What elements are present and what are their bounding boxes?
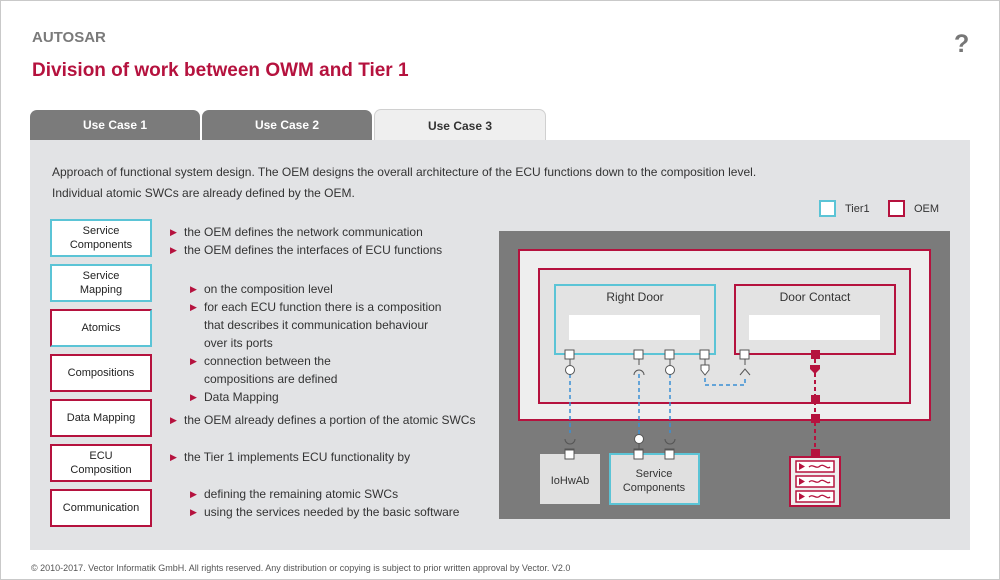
- bullet-text: compositions are defined: [204, 372, 338, 386]
- bullet-text: the OEM defines the network communicatio…: [184, 225, 423, 239]
- signal-icons: [795, 460, 835, 503]
- diagram-canvas: Right Door Door Contact: [518, 249, 931, 507]
- bullet-arrow-icon: ▶: [170, 245, 177, 255]
- copyright-footer: © 2010-2017. Vector Informatik GmbH. All…: [31, 563, 571, 573]
- legend-tier1-swatch: [819, 200, 836, 217]
- tier1-connections: [569, 374, 746, 437]
- box-data-mapping[interactable]: Data Mapping: [50, 399, 152, 437]
- bullet-text: Data Mapping: [204, 390, 279, 404]
- subbullet-composition-level: ▶ on the composition level: [190, 280, 333, 298]
- bullet-tier1-implements: ▶ the Tier 1 implements ECU functionality…: [170, 448, 410, 466]
- bullet-arrow-icon: ▶: [190, 284, 197, 294]
- app-title: AUTOSAR: [32, 29, 106, 46]
- bullet-text: for each ECU function there is a composi…: [204, 300, 442, 314]
- bullet-arrow-icon: ▶: [190, 507, 197, 517]
- bullet-arrow-icon: ▶: [190, 489, 197, 499]
- bullet-arrow-icon: ▶: [170, 415, 177, 425]
- right-door-inner: [569, 315, 700, 340]
- box-ecu-composition-label: ECU Composition: [70, 450, 132, 476]
- bullet-arrow-icon: ▶: [190, 392, 197, 402]
- bullet-arrow-icon: ▶: [190, 302, 197, 312]
- service-components-box: [609, 453, 700, 505]
- box-ecu-composition[interactable]: ECU Composition: [50, 444, 152, 482]
- bullet-arrow-icon: ▶: [170, 227, 177, 237]
- bullet-text: the OEM already defines a portion of the…: [184, 413, 476, 427]
- subbullet-remaining-swcs: ▶ defining the remaining atomic SWCs: [190, 485, 398, 503]
- bullet-interfaces: ▶ the OEM defines the interfaces of ECU f…: [170, 241, 442, 259]
- tab-use-case-1[interactable]: Use Case 1: [30, 110, 200, 140]
- bullet-text: using the services needed by the basic s…: [204, 505, 460, 519]
- box-data-mapping-label: Data Mapping: [66, 412, 136, 424]
- legend-oem-label: OEM: [914, 202, 940, 215]
- bullet-network-communication: ▶ the OEM defines the network communicati…: [170, 223, 423, 241]
- bullet-text: connection between the: [204, 354, 331, 368]
- legend-oem: OEM: [888, 200, 939, 217]
- door-contact-label: Door Contact: [780, 290, 851, 304]
- box-service-components-label: Service Components: [69, 225, 133, 251]
- tab-use-case-3[interactable]: Use Case 3: [374, 109, 546, 142]
- subbullet-ecu-function-composition: ▶ for each ECU function there is a compos…: [190, 298, 441, 352]
- door-contact-inner: [749, 315, 880, 340]
- legend-tier1: Tier1: [819, 200, 870, 217]
- box-atomics-label: Atomics: [81, 322, 121, 334]
- architecture-diagram: Right Door Door Contact: [499, 231, 950, 519]
- intro-line-2: Individual atomic SWCs are already defin…: [52, 186, 355, 200]
- legend-tier1-label: Tier1: [845, 202, 870, 215]
- bullet-text: on the composition level: [204, 282, 333, 296]
- box-atomics[interactable]: Atomics: [50, 309, 152, 347]
- subbullet-data-mapping: ▶ Data Mapping: [190, 388, 279, 406]
- bullet-text: that describes it communication behaviou…: [204, 318, 429, 332]
- box-compositions[interactable]: Compositions: [50, 354, 152, 392]
- box-service-mapping-label: Service Mapping: [79, 270, 123, 296]
- intro-line-1: Approach of functional system design. Th…: [52, 165, 757, 179]
- iohwab-label: IoHwAb: [551, 475, 590, 487]
- tab-use-case-2[interactable]: Use Case 2: [202, 110, 372, 140]
- box-compositions-label: Compositions: [67, 367, 135, 379]
- bullet-arrow-icon: ▶: [190, 356, 197, 366]
- box-communication[interactable]: Communication: [50, 489, 152, 527]
- bullet-text: the Tier 1 implements ECU functionality …: [184, 450, 411, 464]
- box-service-mapping[interactable]: Service Mapping: [50, 264, 152, 302]
- box-communication-label: Communication: [62, 502, 140, 514]
- bullet-text: over its ports: [204, 336, 273, 350]
- right-door-label: Right Door: [606, 290, 663, 304]
- legend-oem-swatch: [888, 200, 905, 217]
- page-title: Division of work between OWM and Tier 1: [32, 60, 409, 81]
- bullet-arrow-icon: ▶: [170, 452, 177, 462]
- box-service-components[interactable]: Service Components: [50, 219, 152, 257]
- subbullet-services-bsw: ▶ using the services needed by the basic …: [190, 503, 459, 521]
- bullet-text: the OEM defines the interfaces of ECU fu…: [184, 243, 443, 257]
- service-components-label-line1: Service: [636, 468, 673, 480]
- right-door-ports: [564, 349, 751, 376]
- bullet-text: defining the remaining atomic SWCs: [204, 487, 399, 501]
- bullet-atomic-swcs: ▶ the OEM already defines a portion of th…: [170, 411, 475, 429]
- help-icon[interactable]: ?: [954, 30, 970, 58]
- iohwab-box: [540, 454, 600, 504]
- subbullet-connection: ▶ connection between the compositions are …: [190, 352, 337, 388]
- oem-ports: [810, 350, 820, 423]
- service-components-label-line2: Components: [623, 482, 686, 494]
